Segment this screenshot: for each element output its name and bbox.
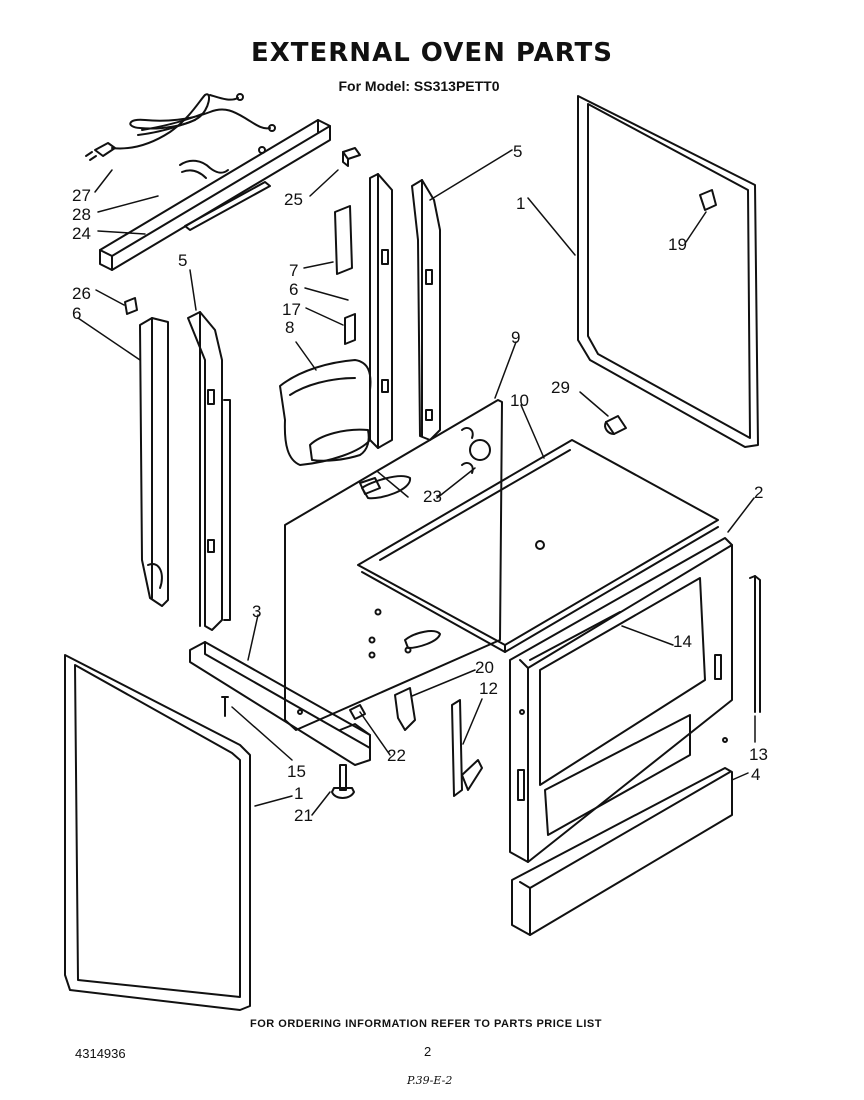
callout-label: 23 xyxy=(423,487,442,506)
document-number: 4314936 xyxy=(75,1046,126,1061)
callout-label: 2 xyxy=(754,483,763,502)
callout-label: 3 xyxy=(252,602,261,621)
callout-label: 28 xyxy=(72,205,91,224)
callout-label: 1 xyxy=(294,784,303,803)
trim-strip-part xyxy=(99,119,331,271)
page-title: EXTERNAL OVEN PARTS xyxy=(250,38,614,68)
handwritten-note: P.39-E-2 xyxy=(407,1074,453,1087)
callout-label: 22 xyxy=(387,746,406,765)
callout-label: 15 xyxy=(287,762,306,781)
back-panel-part xyxy=(284,399,503,731)
left-upright-part xyxy=(187,311,231,631)
model-subtitle: For Model: SS313PETT0 xyxy=(338,78,500,94)
kick-panel-part xyxy=(511,767,733,936)
power-cord-part xyxy=(85,93,276,179)
leveling-leg-part xyxy=(221,696,355,799)
callout-label: 17 xyxy=(282,300,301,319)
bracket-part xyxy=(334,205,356,345)
rear-frame-uprights-part xyxy=(369,173,441,449)
callout-label: 21 xyxy=(294,806,313,825)
support-rail-part xyxy=(189,641,371,766)
callout-label: 13 xyxy=(749,745,768,764)
callout-label: 25 xyxy=(284,190,303,209)
vent-duct-part xyxy=(279,359,372,466)
callout-label: 1 xyxy=(516,194,525,213)
knob-part xyxy=(604,415,627,435)
front-frame-part xyxy=(509,537,733,863)
callout-label: 14 xyxy=(673,632,692,651)
callout-label: 7 xyxy=(289,261,298,280)
callout-label: 8 xyxy=(285,318,294,337)
callout-labels: 27 28 24 25 5 1 19 7 6 17 8 5 26 6 9 10 … xyxy=(72,142,768,825)
right-side-panel-part xyxy=(577,95,759,448)
gasket-strip-part xyxy=(529,575,761,713)
clip-part xyxy=(342,147,361,167)
callout-label: 9 xyxy=(511,328,520,347)
ordering-note: FOR ORDERING INFORMATION REFER TO PARTS … xyxy=(250,1018,602,1030)
callout-label: 24 xyxy=(72,224,91,243)
callout-label: 6 xyxy=(289,280,298,299)
left-side-panel-outer-part xyxy=(64,654,251,1011)
hinge-part xyxy=(349,687,483,797)
leader-lines xyxy=(77,149,756,816)
callout-label: 6 xyxy=(72,304,81,323)
callout-label: 5 xyxy=(513,142,522,161)
callout-label: 5 xyxy=(178,251,187,270)
left-side-panel-part xyxy=(124,297,169,607)
callout-label: 12 xyxy=(479,679,498,698)
callout-label: 19 xyxy=(668,235,687,254)
callout-label: 20 xyxy=(475,658,494,677)
callout-label: 4 xyxy=(751,765,760,784)
callout-label: 27 xyxy=(72,186,91,205)
callout-label: 10 xyxy=(510,391,529,410)
oven-top-part xyxy=(357,439,719,653)
callout-label: 26 xyxy=(72,284,91,303)
page-number: 2 xyxy=(424,1044,432,1059)
callout-label: 29 xyxy=(551,378,570,397)
